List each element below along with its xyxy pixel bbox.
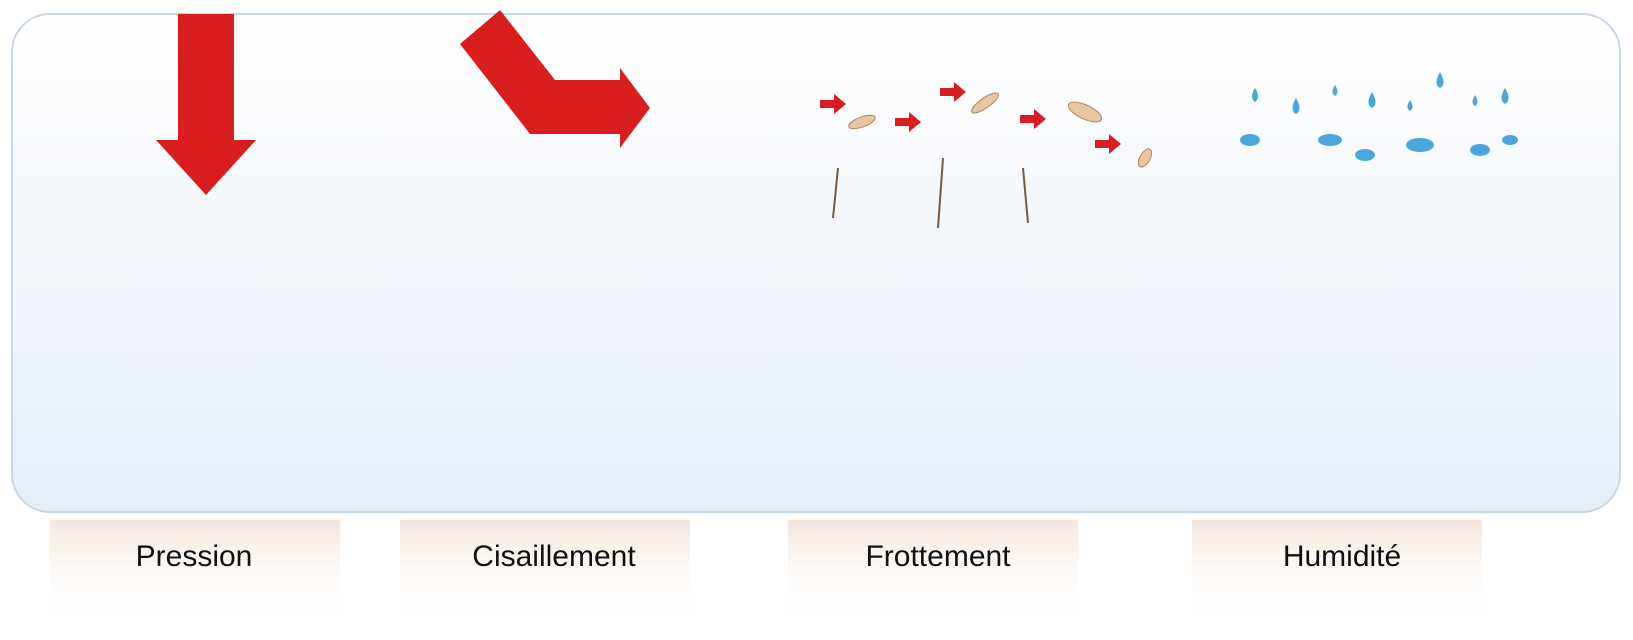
label-frottement: Frottement [788,540,1088,574]
label-humidite: Humidité [1192,540,1492,574]
background-panel [12,14,1620,512]
label-cisaillement: Cisaillement [404,540,704,574]
label-pression: Pression [44,540,344,574]
